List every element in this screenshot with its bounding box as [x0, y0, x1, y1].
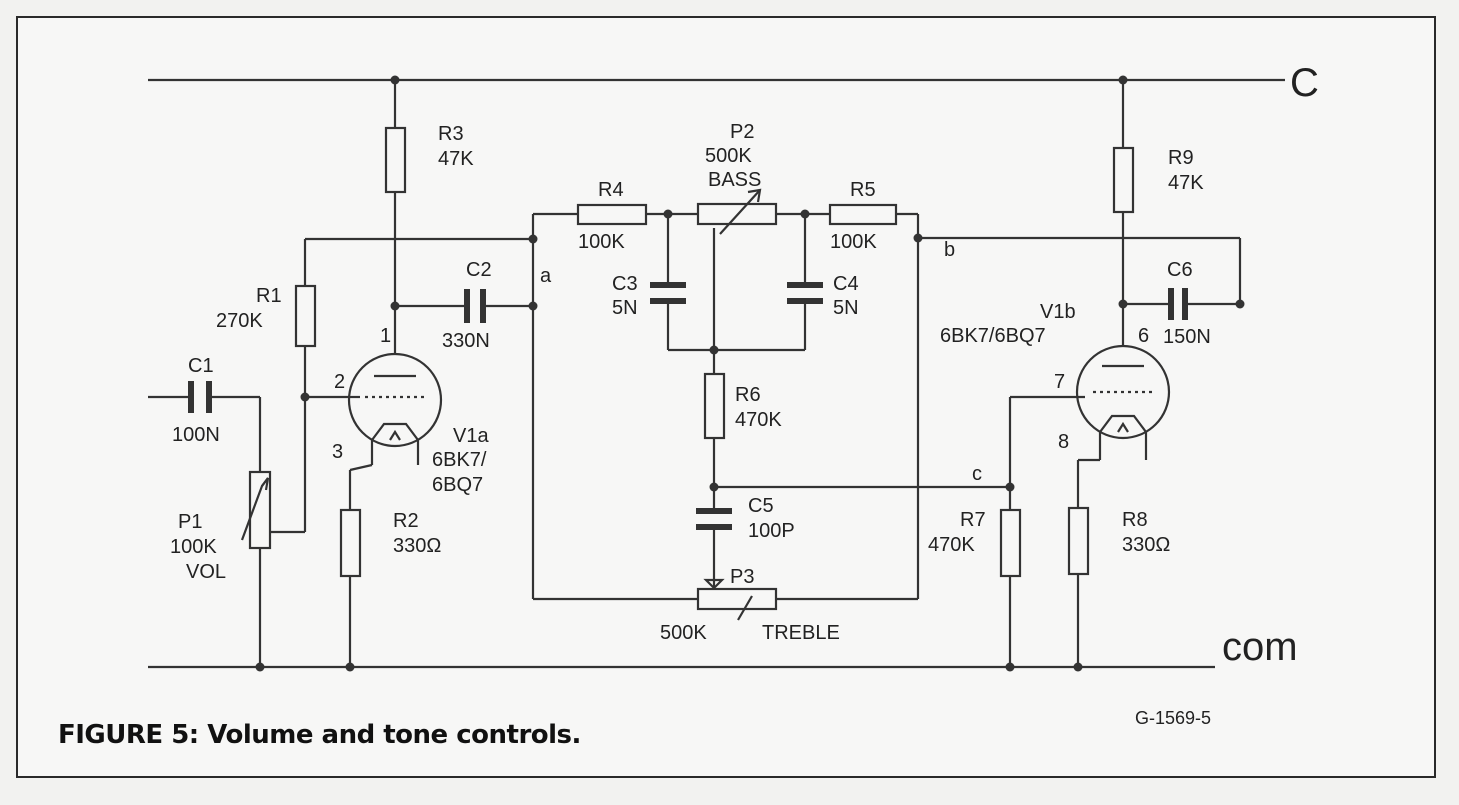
r2-value: 330Ω	[393, 535, 441, 557]
figure-caption: FIGURE 5: Volume and tone controls.	[58, 720, 581, 750]
c3-ref: C3	[612, 273, 638, 295]
r2-ref: R2	[393, 510, 419, 532]
c4-ref: C4	[833, 273, 859, 295]
r1-ref: R1	[256, 285, 282, 307]
potentiometer-p3	[696, 578, 778, 621]
capacitor-c4	[787, 282, 823, 304]
resistor-r4	[576, 203, 648, 226]
r7-ref: R7	[960, 509, 986, 531]
capacitor-c5	[696, 508, 732, 530]
p3-ref: P3	[730, 566, 754, 588]
resistor-r5	[828, 203, 898, 226]
c6-value: 150N	[1163, 326, 1211, 348]
capacitor-c6	[1168, 288, 1188, 320]
potentiometer-p2	[696, 188, 778, 235]
v1a-type-line2: 6BQ7	[432, 474, 483, 496]
r6-ref: R6	[735, 384, 761, 406]
r3-value: 47K	[438, 148, 474, 170]
capacitor-c1	[188, 381, 212, 413]
input-wiring	[148, 346, 307, 667]
p3-value: 500K	[660, 622, 707, 644]
r5-value: 100K	[830, 231, 877, 253]
resistor-r2	[339, 508, 362, 578]
resistor-r3	[384, 126, 407, 194]
v1b-plate-wiring	[1121, 80, 1242, 350]
node-c-label: c	[972, 463, 982, 485]
c2-value: 330N	[442, 330, 490, 352]
v1a-pin-plate: 1	[380, 325, 391, 347]
c4-value: 5N	[833, 297, 859, 319]
c3-value: 5N	[612, 297, 638, 319]
r8-value: 330Ω	[1122, 534, 1170, 556]
v1a-pin-grid: 2	[334, 371, 345, 393]
r8-ref: R8	[1122, 509, 1148, 531]
p1-function: VOL	[186, 561, 226, 583]
v1b-pin-plate: 6	[1138, 325, 1149, 347]
r4-ref: R4	[598, 179, 624, 201]
p2-value: 500K	[705, 145, 752, 167]
tube-v1a	[347, 352, 443, 465]
ground-node-label: com	[1222, 625, 1298, 669]
v1a-pin-cathode: 3	[332, 441, 343, 463]
p2-ref: P2	[730, 121, 754, 143]
c5-value: 100P	[748, 520, 795, 542]
junction-dots	[255, 75, 1245, 672]
tube-v1b	[1075, 344, 1171, 460]
p1-value: 100K	[170, 536, 217, 558]
v1a-ref: V1a	[453, 425, 489, 447]
r6-value: 470K	[735, 409, 782, 431]
v1b-type: 6BK7/6BQ7	[940, 325, 1046, 347]
resistor-r1	[294, 284, 317, 348]
v1b-ref: V1b	[1040, 301, 1076, 323]
v1a-cathode-wiring	[348, 463, 373, 667]
p3-function: TREBLE	[762, 622, 840, 644]
c5-ref: C5	[748, 495, 774, 517]
feedback-wiring	[303, 237, 533, 399]
r1-value: 270K	[216, 310, 263, 332]
c6-ref: C6	[1167, 259, 1193, 281]
c1-value: 100N	[172, 424, 220, 446]
v1b-pin-cathode: 8	[1058, 431, 1069, 453]
figure-reference-code: G-1569-5	[1135, 708, 1212, 728]
v1b-pin-grid: 7	[1054, 371, 1065, 393]
v1a-plate-wiring	[393, 80, 533, 362]
node-b-label: b	[944, 239, 955, 261]
resistor-r6	[703, 372, 726, 440]
r7-value: 470K	[928, 534, 975, 556]
r9-ref: R9	[1168, 147, 1194, 169]
r3-ref: R3	[438, 123, 464, 145]
p1-ref: P1	[178, 511, 202, 533]
r4-value: 100K	[578, 231, 625, 253]
node-a-label: a	[540, 265, 552, 287]
capacitor-c3	[650, 282, 686, 304]
v1b-cathode-wiring	[1076, 458, 1100, 667]
p2-function: BASS	[708, 169, 761, 191]
r5-ref: R5	[850, 179, 876, 201]
r9-value: 47K	[1168, 172, 1204, 194]
resistor-r9	[1112, 146, 1135, 214]
capacitor-c2	[464, 289, 486, 323]
resistor-r7	[999, 508, 1022, 578]
resistor-r8	[1067, 506, 1090, 576]
c2-ref: C2	[466, 259, 492, 281]
c1-ref: C1	[188, 355, 214, 377]
supply-node-label: C	[1290, 61, 1319, 105]
v1a-type-line1: 6BK7/	[432, 449, 487, 471]
potentiometer-p1	[240, 470, 272, 550]
